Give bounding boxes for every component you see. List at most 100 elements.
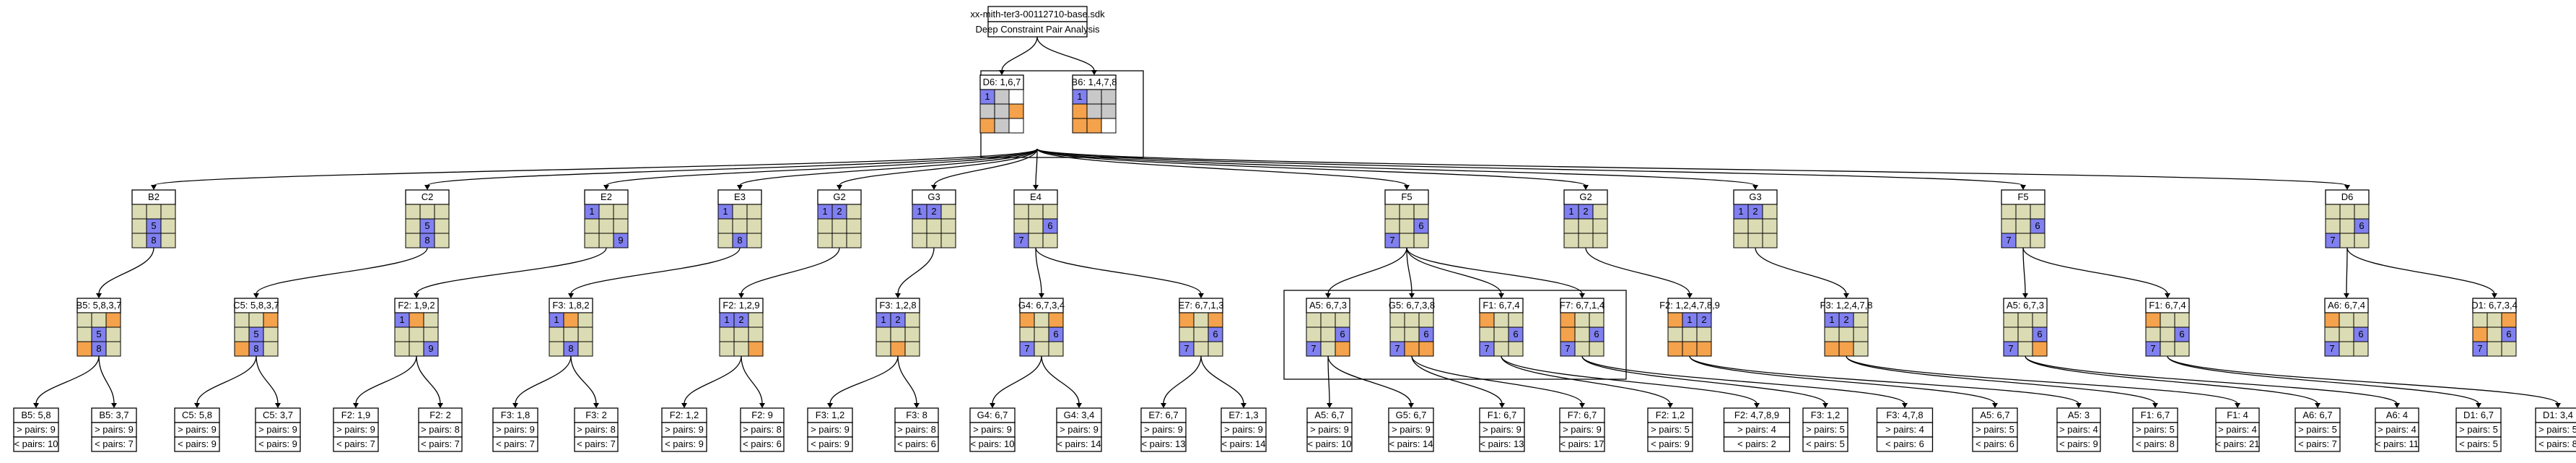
level2-node-cell bbox=[717, 233, 733, 248]
leaf-node-label: C5: 5,8 bbox=[182, 410, 212, 420]
level3-node-cell bbox=[2174, 341, 2190, 357]
leaf-node-gt: > pairs: 9 bbox=[665, 424, 704, 435]
level2-node-cell bbox=[2325, 218, 2341, 234]
level3-node-label: A6: 6,7,4 bbox=[2328, 300, 2365, 311]
level2-node-cell bbox=[598, 204, 614, 220]
leaf-node: F2: 1,2> pairs: 9< pairs: 9 bbox=[661, 407, 707, 452]
level3-edge-arrowhead bbox=[990, 403, 995, 408]
level3-node-cell bbox=[423, 326, 439, 342]
level3-node-cell bbox=[549, 341, 564, 357]
level2-edge bbox=[1327, 247, 1407, 295]
level3-node-cell bbox=[1493, 341, 1509, 357]
level3-node: A6: 6,7,467 bbox=[2324, 298, 2369, 357]
level3-node-cell bbox=[2324, 312, 2340, 328]
level3-node-cell bbox=[1019, 326, 1035, 342]
leaf-node-lt: < pairs: 2 bbox=[1737, 438, 1776, 449]
leaf-node-label: F3: 1,2 bbox=[816, 410, 844, 420]
level2-node-cell bbox=[746, 218, 762, 234]
level3-node-cell bbox=[1389, 326, 1405, 342]
level3-edge-arrowhead bbox=[194, 403, 200, 408]
level3-node-cell-digit: 1 bbox=[554, 314, 559, 325]
level2-node-cell bbox=[1592, 204, 1608, 220]
leaf-node-lt: < pairs: 9 bbox=[2059, 438, 2098, 449]
level2-node-cell bbox=[405, 204, 421, 220]
root-edge bbox=[1036, 36, 1095, 72]
level3-edge bbox=[2167, 355, 2479, 404]
level3-node-label: D1: 6,7,3,4 bbox=[2471, 300, 2518, 311]
level3-edge-arrowhead bbox=[914, 403, 920, 408]
level3-node-cell-digit: 1 bbox=[724, 314, 729, 325]
leaf-node-lt-box bbox=[740, 436, 785, 452]
level2-node-cell bbox=[434, 233, 450, 248]
leaf-node-lt-box bbox=[894, 436, 939, 452]
level3-edge bbox=[35, 355, 100, 404]
leaf-node-label: F3: 1,8 bbox=[501, 410, 530, 420]
level3-node-cell bbox=[1508, 312, 1524, 328]
level1-node: D6: 1,6,71 bbox=[979, 74, 1024, 134]
leaf-node-lt: < pairs: 9 bbox=[1651, 438, 1690, 449]
level2-node-cell-digit: 1 bbox=[589, 206, 594, 217]
level3-node-cell-digit: 1 bbox=[399, 314, 404, 325]
leaf-node-label: A5: 6,7 bbox=[1314, 410, 1344, 420]
root-title-box bbox=[987, 21, 1088, 38]
level2-edge bbox=[897, 247, 935, 295]
nodes: xx-mith-ter3-00112710-base.sdk Deep Cons… bbox=[13, 6, 2576, 452]
level3-node-cell bbox=[748, 341, 764, 357]
level2-edge bbox=[570, 247, 741, 295]
level3-node-cell bbox=[1508, 341, 1524, 357]
leaf-node-gt: > pairs: 9 bbox=[1310, 424, 1349, 435]
level3-node-cell bbox=[77, 341, 92, 357]
level3-node-cell bbox=[1179, 312, 1195, 328]
level3-edge-arrowhead bbox=[1408, 403, 1414, 408]
level1-edge bbox=[427, 148, 1038, 186]
level2-node-cell-digit: 2 bbox=[837, 206, 842, 217]
leaf-node-gt: > pairs: 9 bbox=[95, 424, 134, 435]
level3-edge bbox=[2167, 355, 2559, 404]
level2-node-cell bbox=[434, 204, 450, 220]
level3-node-cell bbox=[733, 326, 749, 342]
leaf-node-lt: < pairs: 11 bbox=[2375, 438, 2419, 449]
level3-node-cell bbox=[91, 312, 107, 328]
leaf-node-lt-box bbox=[1388, 436, 1434, 452]
level3-node-cell-digit: 7 bbox=[1565, 343, 1570, 354]
level1-node-cell bbox=[994, 89, 1010, 105]
level2-node-cell bbox=[940, 218, 956, 234]
level3-edge-arrowhead bbox=[1667, 403, 1673, 408]
level2-node-cell bbox=[746, 233, 762, 248]
leaf-node-lt-box bbox=[1056, 436, 1102, 452]
level3-node-cell-digit: 1 bbox=[1829, 314, 1834, 325]
leaf-node-label: G4: 3,4 bbox=[1064, 410, 1095, 420]
level2-edge bbox=[1406, 247, 1413, 295]
level3-node-cell bbox=[2339, 326, 2354, 342]
level3-edge bbox=[1846, 355, 2156, 404]
level3-edge-arrowhead bbox=[827, 403, 833, 408]
leaf-node: G4: 6,7> pairs: 9< pairs: 10 bbox=[969, 407, 1016, 452]
level2-node-cell bbox=[146, 204, 162, 220]
level2-node-cell bbox=[2339, 204, 2355, 220]
level3-node-cell bbox=[2032, 341, 2048, 357]
level3-node-cell-digit: 8 bbox=[253, 343, 258, 354]
level2-node-cell-digit: 1 bbox=[822, 206, 827, 217]
level1-edge-arrowhead bbox=[1404, 185, 1410, 190]
level2-node-cell bbox=[926, 233, 942, 248]
level3-edge-arrowhead bbox=[512, 403, 518, 408]
root-node: xx-mith-ter3-00112710-base.sdk Deep Cons… bbox=[970, 6, 1105, 38]
level3-edge-arrowhead bbox=[759, 403, 765, 408]
leaf-node-gt: > pairs: 9 bbox=[973, 424, 1012, 435]
level2-node-cell bbox=[1028, 233, 1044, 248]
leaf-node-lt: < pairs: 21 bbox=[2215, 438, 2259, 449]
level3-node-cell bbox=[1574, 312, 1590, 328]
level2-node-cell bbox=[1028, 204, 1044, 220]
level3-node-cell-digit: 2 bbox=[738, 314, 743, 325]
level3-node-label: F3: 1,8,2 bbox=[552, 300, 589, 311]
level3-edge-arrowhead bbox=[111, 403, 117, 408]
level1-edge-arrowhead bbox=[2344, 185, 2350, 190]
level1-edge-arrowhead bbox=[1583, 185, 1589, 190]
level1-edge bbox=[933, 148, 1038, 186]
level3-node-cell-digit: 5 bbox=[253, 329, 258, 339]
level3-edge bbox=[515, 355, 572, 404]
